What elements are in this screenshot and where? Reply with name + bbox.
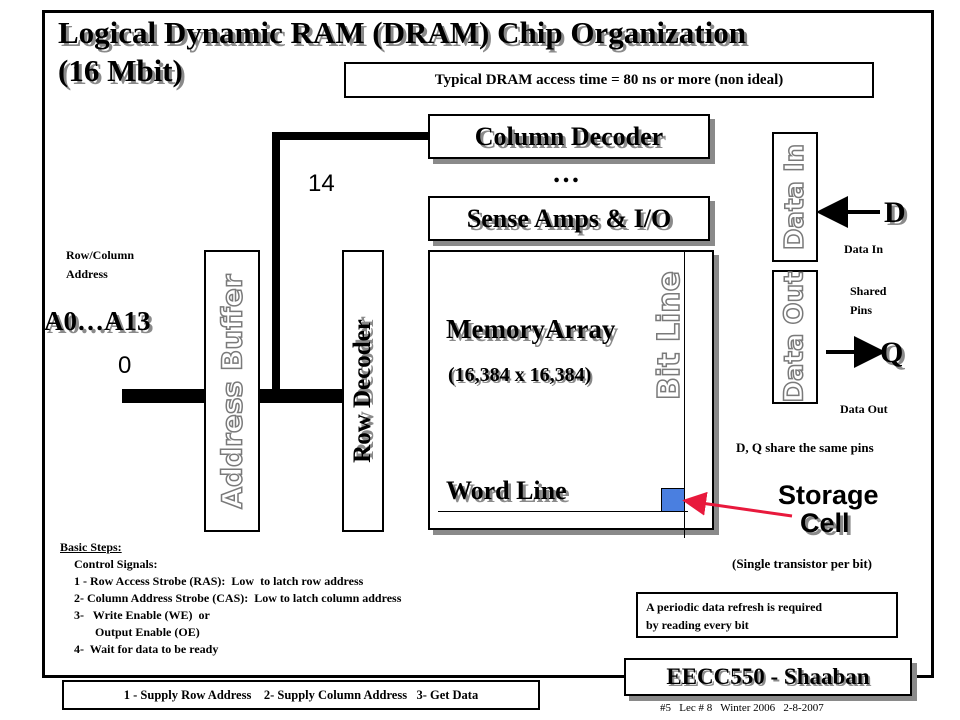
basic-steps-list: Control Signals: 1 - Row Access Strobe (… — [74, 556, 401, 658]
word-line-wire — [438, 511, 688, 512]
pin-d-label: D — [884, 196, 906, 229]
step-line: 4- Wait for data to be ready — [74, 642, 219, 656]
column-bus-vertical — [272, 132, 280, 395]
supply-steps-text: 1 - Supply Row Address 2- Supply Column … — [123, 687, 479, 702]
bus-index-label: 0 — [118, 352, 132, 379]
memory-array-box: MemoryArray (16,384 x 16,384) Word Line — [428, 250, 714, 530]
slide-frame — [42, 10, 934, 678]
refresh-note-box: A periodic data refresh is required by r… — [636, 592, 898, 638]
address-bits-label: A0…A13 — [44, 306, 151, 336]
storage-cell-arrow — [682, 491, 793, 518]
cell-note: (Single transistor per bit) — [732, 556, 872, 571]
data-in-label: Data In — [844, 242, 884, 256]
step-line: Control Signals: — [74, 557, 158, 571]
supply-steps-box: 1 - Supply Row Address 2- Supply Column … — [62, 680, 540, 710]
storage-label: Storage — [778, 480, 879, 510]
access-time-note: Typical DRAM access time = 80 ns or more… — [344, 62, 874, 98]
step-line: 3- Write Enable (WE) or — [74, 608, 210, 622]
bus-width-label: 14 — [308, 170, 335, 197]
address-buffer-box: Address Buffer — [204, 250, 260, 532]
memory-array-label: MemoryArray — [446, 314, 616, 344]
row-decoder-box: Row Decoder — [342, 250, 384, 532]
shared-pins-label: Shared Pins — [850, 284, 887, 317]
column-decoder-box: Column Decoder — [428, 114, 710, 159]
refresh-note-text: A periodic data refresh is required by r… — [646, 600, 823, 632]
pin-q-label: Q — [880, 336, 904, 369]
data-out-box: Data Out — [772, 270, 818, 404]
address-input-bus — [122, 389, 204, 403]
column-bus-horizontal — [272, 132, 430, 140]
ellipsis-label: … — [552, 158, 580, 189]
footer-brand-box: EECC550 - Shaaban — [624, 658, 912, 696]
sense-amps-label: Sense Amps & I/O — [466, 203, 672, 233]
slide-title: Logical Dynamic RAM (DRAM) Chip Organiza… — [58, 15, 746, 88]
step-line: 1 - Row Access Strobe (RAS): Low to latc… — [74, 574, 364, 588]
bit-line-wire — [684, 250, 685, 538]
buffer-to-decoder-bus — [260, 389, 342, 403]
step-line: Output Enable (OE) — [74, 625, 200, 639]
row-col-address-label: Row/Column Address — [66, 248, 135, 281]
sense-amps-box: Sense Amps & I/O — [428, 196, 710, 241]
footer-ref: #5 Lec # 8 Winter 2006 2-8-2007 — [660, 702, 824, 714]
data-in-box: Data In — [772, 132, 818, 262]
word-line-label: Word Line — [446, 476, 567, 505]
column-decoder-label: Column Decoder — [474, 121, 664, 151]
cell-label: Cell — [800, 508, 850, 538]
access-time-text: Typical DRAM access time = 80 ns or more… — [434, 71, 784, 88]
share-note: D, Q share the same pins — [736, 440, 874, 455]
footer-brand: EECC550 - Shaaban — [666, 664, 870, 689]
data-out-label: Data Out — [840, 402, 888, 416]
step-line: 2- Column Address Strobe (CAS): Low to l… — [74, 591, 402, 605]
array-size-label: (16,384 x 16,384) — [448, 364, 592, 386]
basic-steps-title: Basic Steps: — [60, 540, 122, 554]
